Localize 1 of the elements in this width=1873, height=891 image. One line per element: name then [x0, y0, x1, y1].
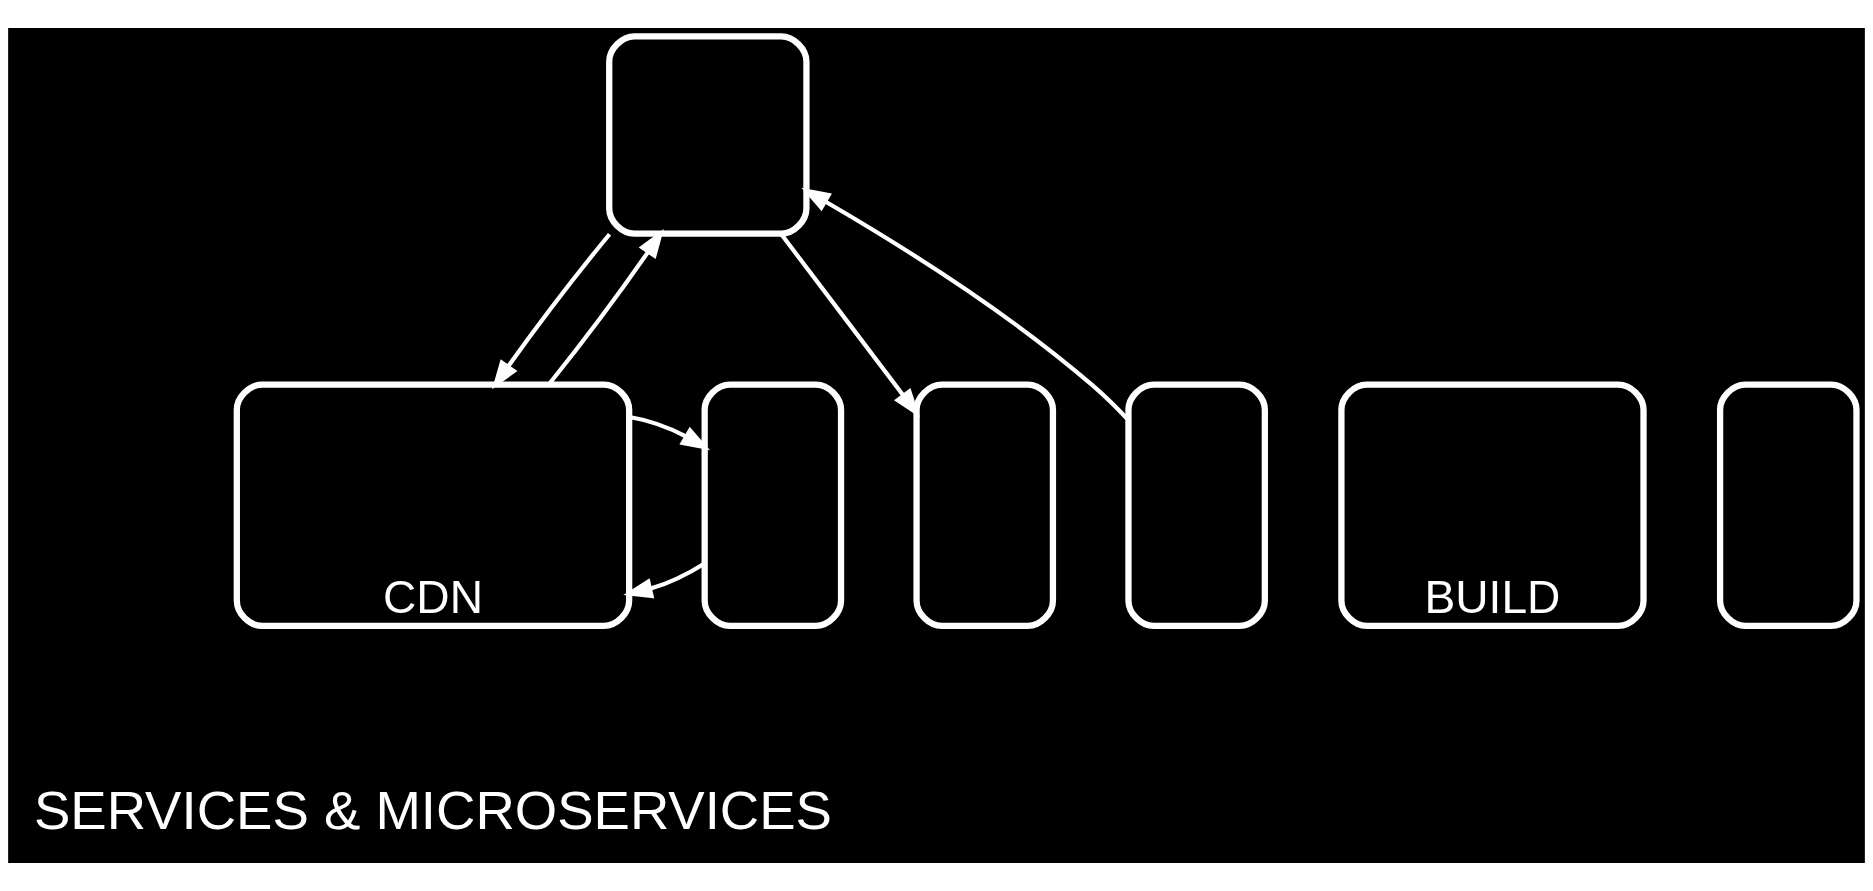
label: SERVICES & MICROSERVICES — [33, 780, 832, 842]
